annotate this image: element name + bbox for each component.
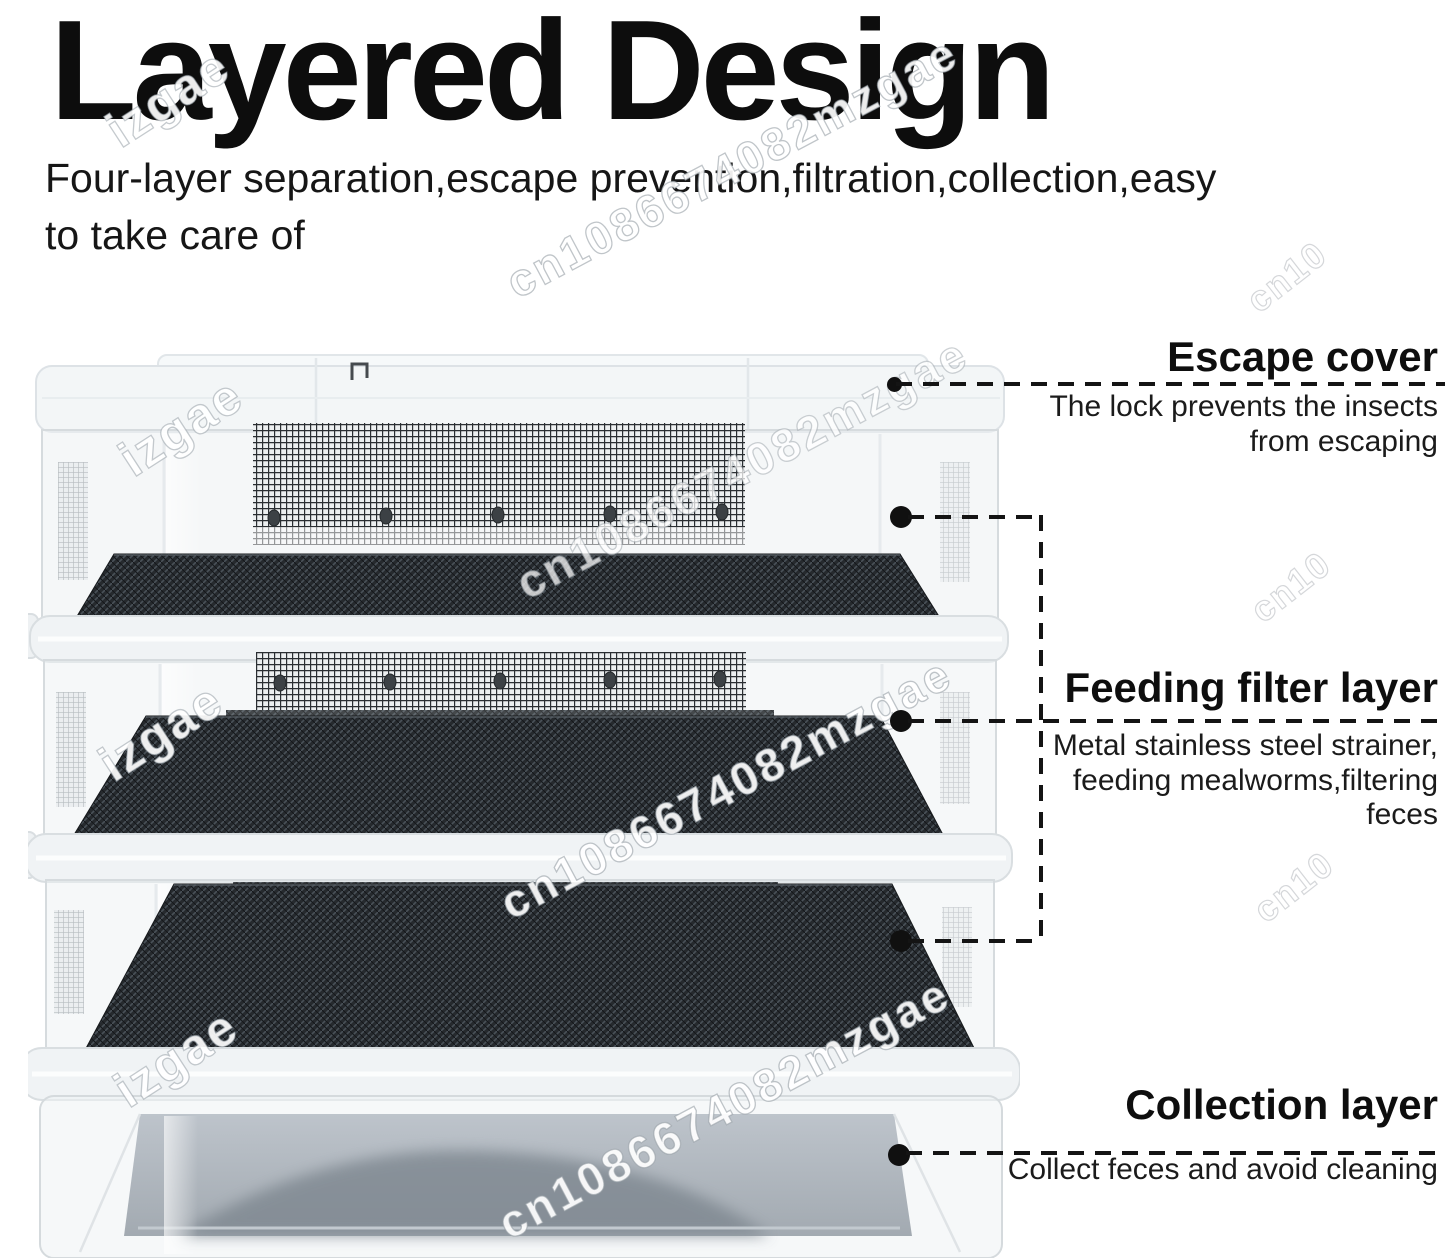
box-rim-2 [28,831,1013,883]
side-vent-mesh [56,692,86,807]
feeding-box-3 [45,879,995,1063]
vent-rivets [273,670,727,692]
box-rim-1 [28,613,1009,663]
feeding-filter-leader-dot-middle [890,710,912,732]
feeding-filter-bracket-middle [908,719,1043,723]
feeding-filter-bracket-bottom [908,939,1043,943]
feeding-filter-bracket-top [908,515,1043,519]
mesh-tray-2 [65,715,951,849]
feeding-filter-leader-dot-bottom [890,930,912,952]
page-subtitle: Four-layer separation,escape prevention,… [45,150,1216,265]
collection-layer-heading: Collection layer [1125,1081,1438,1128]
box-rim-3 [28,1047,1020,1101]
watermark-partial: cn10 [1242,542,1339,631]
feeding-box-2 [43,652,997,857]
watermark-partial: cn10 [1245,842,1342,931]
feeding-filter-description: Metal stainless steel strainer, feeding … [1052,729,1438,831]
subtitle-line-2: to take care of [45,212,305,259]
escape-cover-lid [35,354,1005,433]
escape-cover-description: The lock prevents the insects from escap… [1049,390,1438,458]
feeding-filter-leader-line [1043,719,1445,723]
page-title: Layered Design [50,0,1056,150]
collection-layer-description: Collect feces and avoid cleaning [1007,1153,1438,1186]
side-vent-mesh [940,462,970,582]
mesh-tray-3 [83,883,977,1053]
side-vent-mesh [940,692,970,804]
watermark-partial: cn10 [1238,232,1335,321]
feces-shadow-mound [178,1150,770,1236]
side-vent-mesh [58,462,88,580]
mesh-tray-1 [75,553,941,619]
feeding-filter-bracket-vertical [1039,515,1043,943]
vent-rivets [267,503,729,527]
product-photo-breeding-box-stack [28,354,1020,1258]
lid-lock-latch [350,362,369,380]
collection-layer-leader-dot [888,1144,910,1166]
subtitle-line-1: Four-layer separation,escape prevention,… [45,155,1217,201]
side-vent-mesh [54,910,84,1014]
collection-box [39,1095,1003,1258]
front-vent-mesh [253,423,745,545]
collection-layer-leader-line [906,1151,1445,1155]
escape-cover-heading: Escape cover [1167,333,1438,380]
escape-cover-leader-line [896,382,1445,386]
feeding-box-1 [41,423,999,643]
side-vent-mesh [942,907,972,1007]
feeding-filter-heading: Feeding filter layer [1064,664,1438,711]
feeding-filter-leader-dot-top [890,506,912,528]
escape-cover-leader-dot [887,377,902,392]
